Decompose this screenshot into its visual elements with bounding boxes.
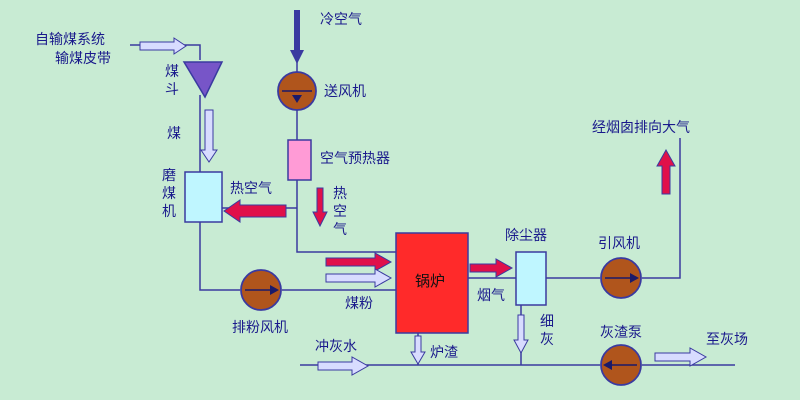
mill-label-3: 机 (162, 204, 176, 220)
air-preheater-label: 空气预热器 (320, 151, 390, 167)
hot-air-vertical-label-3: 气 (333, 222, 347, 238)
hot-air-to-boiler-arrow-icon (325, 252, 393, 272)
mill-label-1: 磨 (162, 168, 176, 184)
hot-air-horizontal-label: 热空气 (230, 181, 272, 197)
coal-hopper-label-1: 煤 (165, 64, 179, 80)
coal-label: 煤 (167, 126, 181, 142)
hot-air-vertical-label-2: 空 (333, 204, 347, 220)
dust-collector-label: 除尘器 (505, 228, 547, 244)
preheater-to-boiler-line (296, 180, 396, 253)
coal-down-arrow-icon (200, 109, 218, 163)
boiler (395, 232, 469, 334)
forced-draft-fan-icon (277, 71, 317, 111)
forced-draft-fan-label: 送风机 (324, 84, 366, 100)
induced-draft-fan-label: 引风机 (598, 236, 640, 252)
pulverized-coal-label: 煤粉 (345, 296, 373, 312)
fine-ash-arrow-icon (513, 314, 529, 355)
ash-flush-water-arrow-icon (317, 356, 370, 376)
flue-gas-label: 烟气 (477, 288, 505, 304)
coal-mill (184, 171, 223, 223)
air-preheater (287, 139, 312, 181)
chimney-arrow-icon (656, 148, 676, 195)
mill-to-exhaust-fan-line (199, 222, 240, 291)
mill-label-2: 煤 (162, 186, 176, 202)
to-ash-yard-arrow-icon (654, 347, 708, 367)
fine-ash-label-2: 灰 (540, 332, 554, 348)
slag-label: 炉渣 (430, 345, 458, 361)
chimney-label: 经烟囱排向大气 (592, 120, 690, 136)
slag-arrow-icon (410, 335, 426, 365)
coal-belt-label-line1: 自输煤系统 (35, 32, 105, 48)
flue-gas-arrow-icon (469, 258, 514, 278)
pulverized-coal-arrow-icon (325, 268, 393, 288)
cold-air-label: 冷空气 (320, 12, 362, 28)
cold-air-arrow-icon (290, 10, 304, 64)
fine-ash-label-1: 细 (540, 314, 554, 330)
coal-belt-arrow-icon (139, 37, 187, 55)
hot-air-vertical-label-1: 热 (333, 186, 347, 202)
exhaust-fan-label: 排粉风机 (232, 320, 288, 336)
ash-pump-label: 灰渣泵 (600, 325, 642, 341)
ash-flush-water-label: 冲灰水 (315, 339, 357, 355)
coal-belt-label-line2: 输煤皮带 (55, 51, 111, 67)
boiler-label: 锅炉 (415, 272, 445, 290)
to-ash-yard-label: 至灰场 (706, 332, 748, 348)
ash-pump-icon (600, 344, 642, 386)
hot-air-down-arrow-icon (312, 187, 328, 228)
id-fan-to-chimney-line (642, 138, 681, 279)
hot-air-to-mill-arrow-icon (223, 199, 287, 223)
coal-hopper-icon (182, 61, 224, 99)
dust-collector (515, 251, 547, 306)
exhaust-fan-icon (240, 269, 282, 311)
coal-hopper-label-2: 斗 (165, 82, 179, 98)
induced-draft-fan-icon (600, 257, 642, 299)
